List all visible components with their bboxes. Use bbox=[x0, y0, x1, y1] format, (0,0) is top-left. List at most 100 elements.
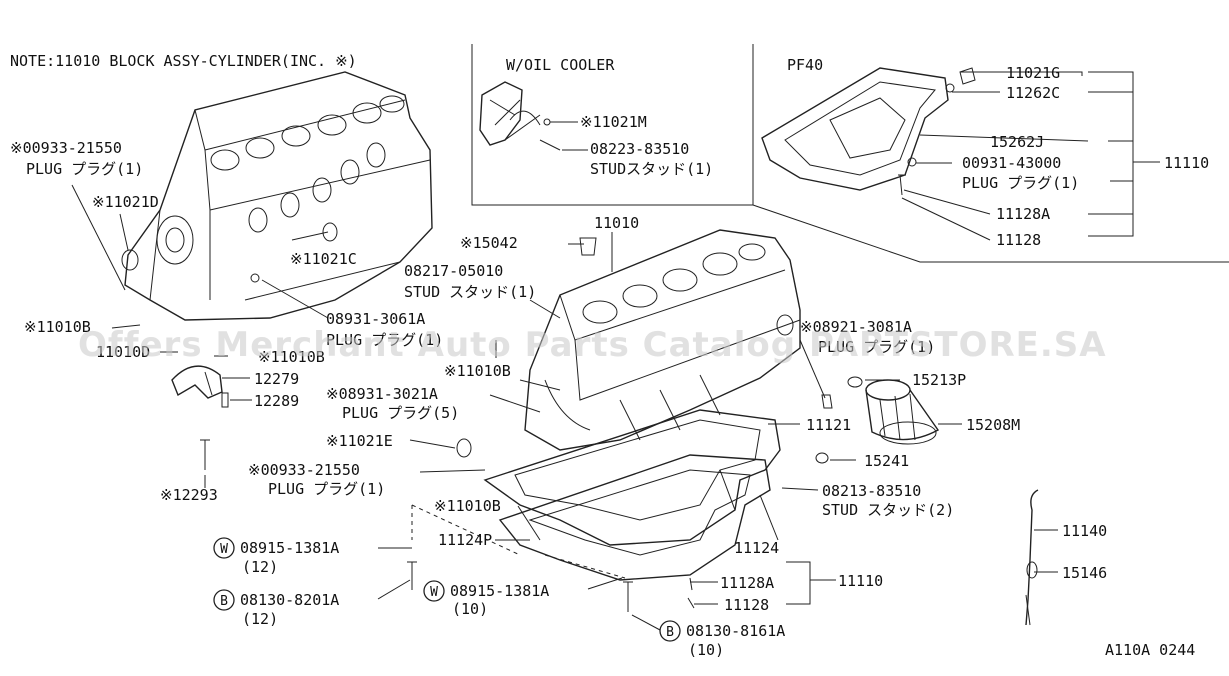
side-plugs-left bbox=[248, 142, 386, 233]
part-label[interactable]: 08915-1381A bbox=[240, 539, 339, 557]
plug-11021e-icon bbox=[456, 438, 472, 458]
part-label: STUD スタッド(2) bbox=[822, 501, 954, 519]
part-label: PLUG プラグ(1) bbox=[818, 338, 935, 356]
part-label[interactable]: 11128 bbox=[724, 596, 769, 614]
seal-11262c-icon bbox=[945, 83, 955, 93]
part-label[interactable]: 11010 bbox=[594, 214, 639, 232]
part-label[interactable]: 11128A bbox=[996, 205, 1050, 223]
symbol-text: B bbox=[220, 594, 228, 609]
note-text: NOTE:11010 BLOCK ASSY-CYLINDER(INC. ※) bbox=[10, 52, 357, 70]
part-label: PLUG プラグ(5) bbox=[342, 404, 459, 422]
part-label[interactable]: 00931-43000 bbox=[962, 154, 1061, 172]
part-label[interactable]: ※00933-21550 bbox=[10, 139, 122, 157]
plug-11021g-icon bbox=[959, 67, 976, 85]
washer-symbol-icon bbox=[213, 537, 235, 559]
part-label[interactable]: ※11021M bbox=[580, 113, 647, 131]
part-label[interactable]: ※00933-21550 bbox=[248, 461, 360, 479]
part-label[interactable]: ※11010B bbox=[24, 318, 91, 336]
part-label[interactable]: 08213-83510 bbox=[822, 482, 921, 500]
part-label[interactable]: 11121 bbox=[806, 416, 851, 434]
part-label: (10) bbox=[452, 600, 488, 618]
part-label[interactable]: 15146 bbox=[1062, 564, 1107, 582]
part-label[interactable]: ※11021D bbox=[92, 193, 159, 211]
circled-symbols: W B W B bbox=[213, 537, 681, 642]
part-label[interactable]: 11128A bbox=[720, 574, 774, 592]
part-label: PLUG プラグ(1) bbox=[268, 480, 385, 498]
part-label[interactable]: 11110 bbox=[1164, 154, 1209, 172]
part-label[interactable]: 11010D bbox=[96, 343, 150, 361]
plug-15241-icon bbox=[815, 452, 829, 464]
part-label[interactable]: 11262C bbox=[1006, 84, 1060, 102]
part-labels: ※00933-21550 PLUG プラグ(1) ※11021D ※11021C… bbox=[10, 64, 1209, 659]
part-label[interactable]: 15208M bbox=[966, 416, 1020, 434]
inset-title-pf40: PF40 bbox=[787, 56, 823, 74]
watermark-text: Offers Merchant Auto Parts Catalog PARTS… bbox=[78, 325, 1107, 365]
part-label[interactable]: 08130-8201A bbox=[240, 591, 339, 609]
part-label[interactable]: ※15042 bbox=[460, 234, 518, 252]
note-block: NOTE:11010 BLOCK ASSY-CYLINDER(INC. ※) W… bbox=[10, 52, 1195, 659]
bolt-icons bbox=[407, 561, 695, 612]
plug-11021c-icon bbox=[322, 222, 338, 242]
part-label: PLUG プラグ(1) bbox=[962, 174, 1079, 192]
reference-code: A110A 0244 bbox=[1105, 641, 1195, 659]
part-label[interactable]: ※08931-3021A bbox=[326, 385, 438, 403]
symbol-text: W bbox=[430, 585, 438, 600]
washer-symbol-icon bbox=[423, 580, 445, 602]
part-label: (10) bbox=[688, 641, 724, 659]
part-label: (12) bbox=[242, 610, 278, 628]
part-label[interactable]: ※12293 bbox=[160, 486, 218, 504]
part-label[interactable]: ※11021C bbox=[290, 250, 357, 268]
part-label[interactable]: 11124 bbox=[734, 539, 779, 557]
part-label[interactable]: 11140 bbox=[1062, 522, 1107, 540]
cylinder-block-center bbox=[456, 229, 801, 458]
part-label[interactable]: 08915-1381A bbox=[450, 582, 549, 600]
part-label: (12) bbox=[242, 558, 278, 576]
part-label[interactable]: ※11010B bbox=[258, 348, 325, 366]
part-label[interactable]: ※08921-3081A bbox=[800, 318, 912, 336]
sensor-15042-icon bbox=[579, 237, 597, 256]
part-label: PLUG プラグ(1) bbox=[26, 160, 143, 178]
dipstick-assembly bbox=[1025, 489, 1039, 626]
bore-row-center bbox=[582, 243, 766, 324]
oil-cooler-sketch bbox=[479, 81, 561, 151]
part-label[interactable]: 11110 bbox=[838, 572, 883, 590]
symbol-text: B bbox=[666, 625, 674, 640]
part-label[interactable]: ※11021E bbox=[326, 432, 393, 450]
seal-12289-icon bbox=[221, 392, 229, 408]
plug-00931-icon bbox=[907, 157, 917, 167]
part-label[interactable]: ※11010B bbox=[444, 362, 511, 380]
part-label[interactable]: 15241 bbox=[864, 452, 909, 470]
leader-lines bbox=[71, 71, 1160, 631]
part-label[interactable]: ※11010B bbox=[434, 497, 501, 515]
pf40-oil-pan bbox=[761, 67, 976, 196]
part-label[interactable]: 08223-83510 bbox=[590, 140, 689, 158]
plug-08921-icon bbox=[821, 394, 833, 409]
part-label[interactable]: 11124P bbox=[438, 531, 492, 549]
part-label[interactable]: 11128 bbox=[996, 231, 1041, 249]
bearing-cap bbox=[171, 365, 229, 470]
bore-row-left bbox=[210, 95, 405, 171]
pf40-frame-bottom bbox=[752, 204, 1229, 263]
part-label: PLUG プラグ(1) bbox=[326, 331, 443, 349]
part-label[interactable]: 12289 bbox=[254, 392, 299, 410]
part-label[interactable]: 15213P bbox=[912, 371, 966, 389]
symbol-text: W bbox=[220, 542, 228, 557]
connector-15213p-icon bbox=[847, 376, 863, 388]
part-label[interactable]: 12279 bbox=[254, 370, 299, 388]
part-label[interactable]: 15262J bbox=[990, 133, 1044, 151]
inset-frames bbox=[471, 44, 1229, 263]
bolt-symbol-icon bbox=[213, 589, 235, 611]
inset-title-oil-cooler: W/OIL COOLER bbox=[506, 56, 615, 74]
part-label: STUDスタッド(1) bbox=[590, 160, 713, 178]
part-label[interactable]: 08931-3061A bbox=[326, 310, 425, 328]
cylinder-block-left bbox=[121, 71, 433, 321]
part-label[interactable]: 08217-05010 bbox=[404, 262, 503, 280]
part-label[interactable]: 08130-8161A bbox=[686, 622, 785, 640]
plug-11021d-icon bbox=[121, 249, 139, 271]
oil-pan-upper bbox=[483, 409, 781, 546]
part-label: STUD スタッド(1) bbox=[404, 283, 536, 301]
bolt-symbol-icon bbox=[659, 620, 681, 642]
part-label[interactable]: 11021G bbox=[1006, 64, 1060, 82]
